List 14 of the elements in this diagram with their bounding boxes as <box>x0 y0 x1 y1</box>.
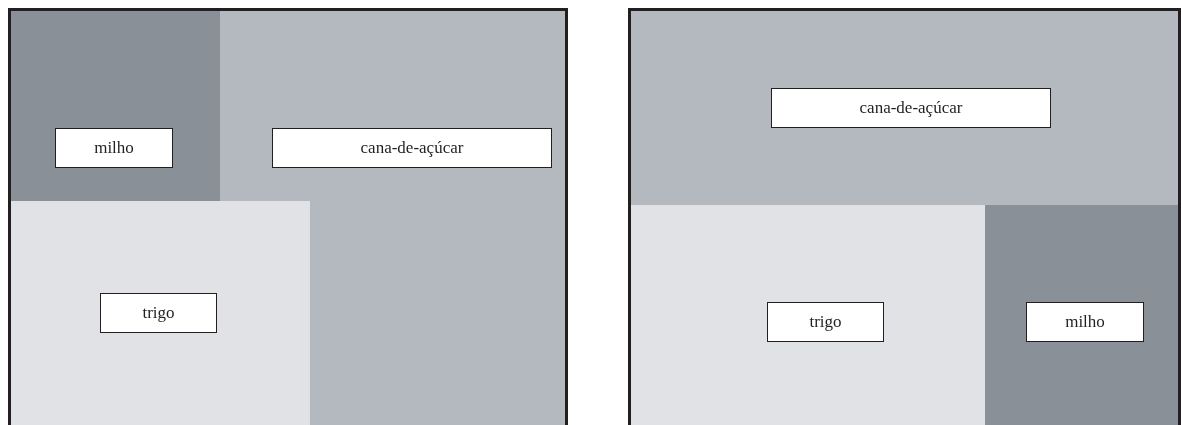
crop-area <box>11 201 310 425</box>
crop-label: milho <box>1026 302 1144 342</box>
crop-area <box>985 205 1178 425</box>
crop-label: trigo <box>767 302 884 342</box>
plot-frame <box>8 8 568 425</box>
crop-label: milho <box>55 128 173 168</box>
plot-frame <box>628 8 1181 425</box>
crop-label: trigo <box>100 293 217 333</box>
crop-label: cana-de-açúcar <box>272 128 552 168</box>
crop-area <box>631 11 1178 205</box>
crop-area <box>631 205 985 425</box>
crop-area <box>220 11 565 425</box>
crop-label: cana-de-açúcar <box>771 88 1051 128</box>
crop-area <box>11 11 220 201</box>
